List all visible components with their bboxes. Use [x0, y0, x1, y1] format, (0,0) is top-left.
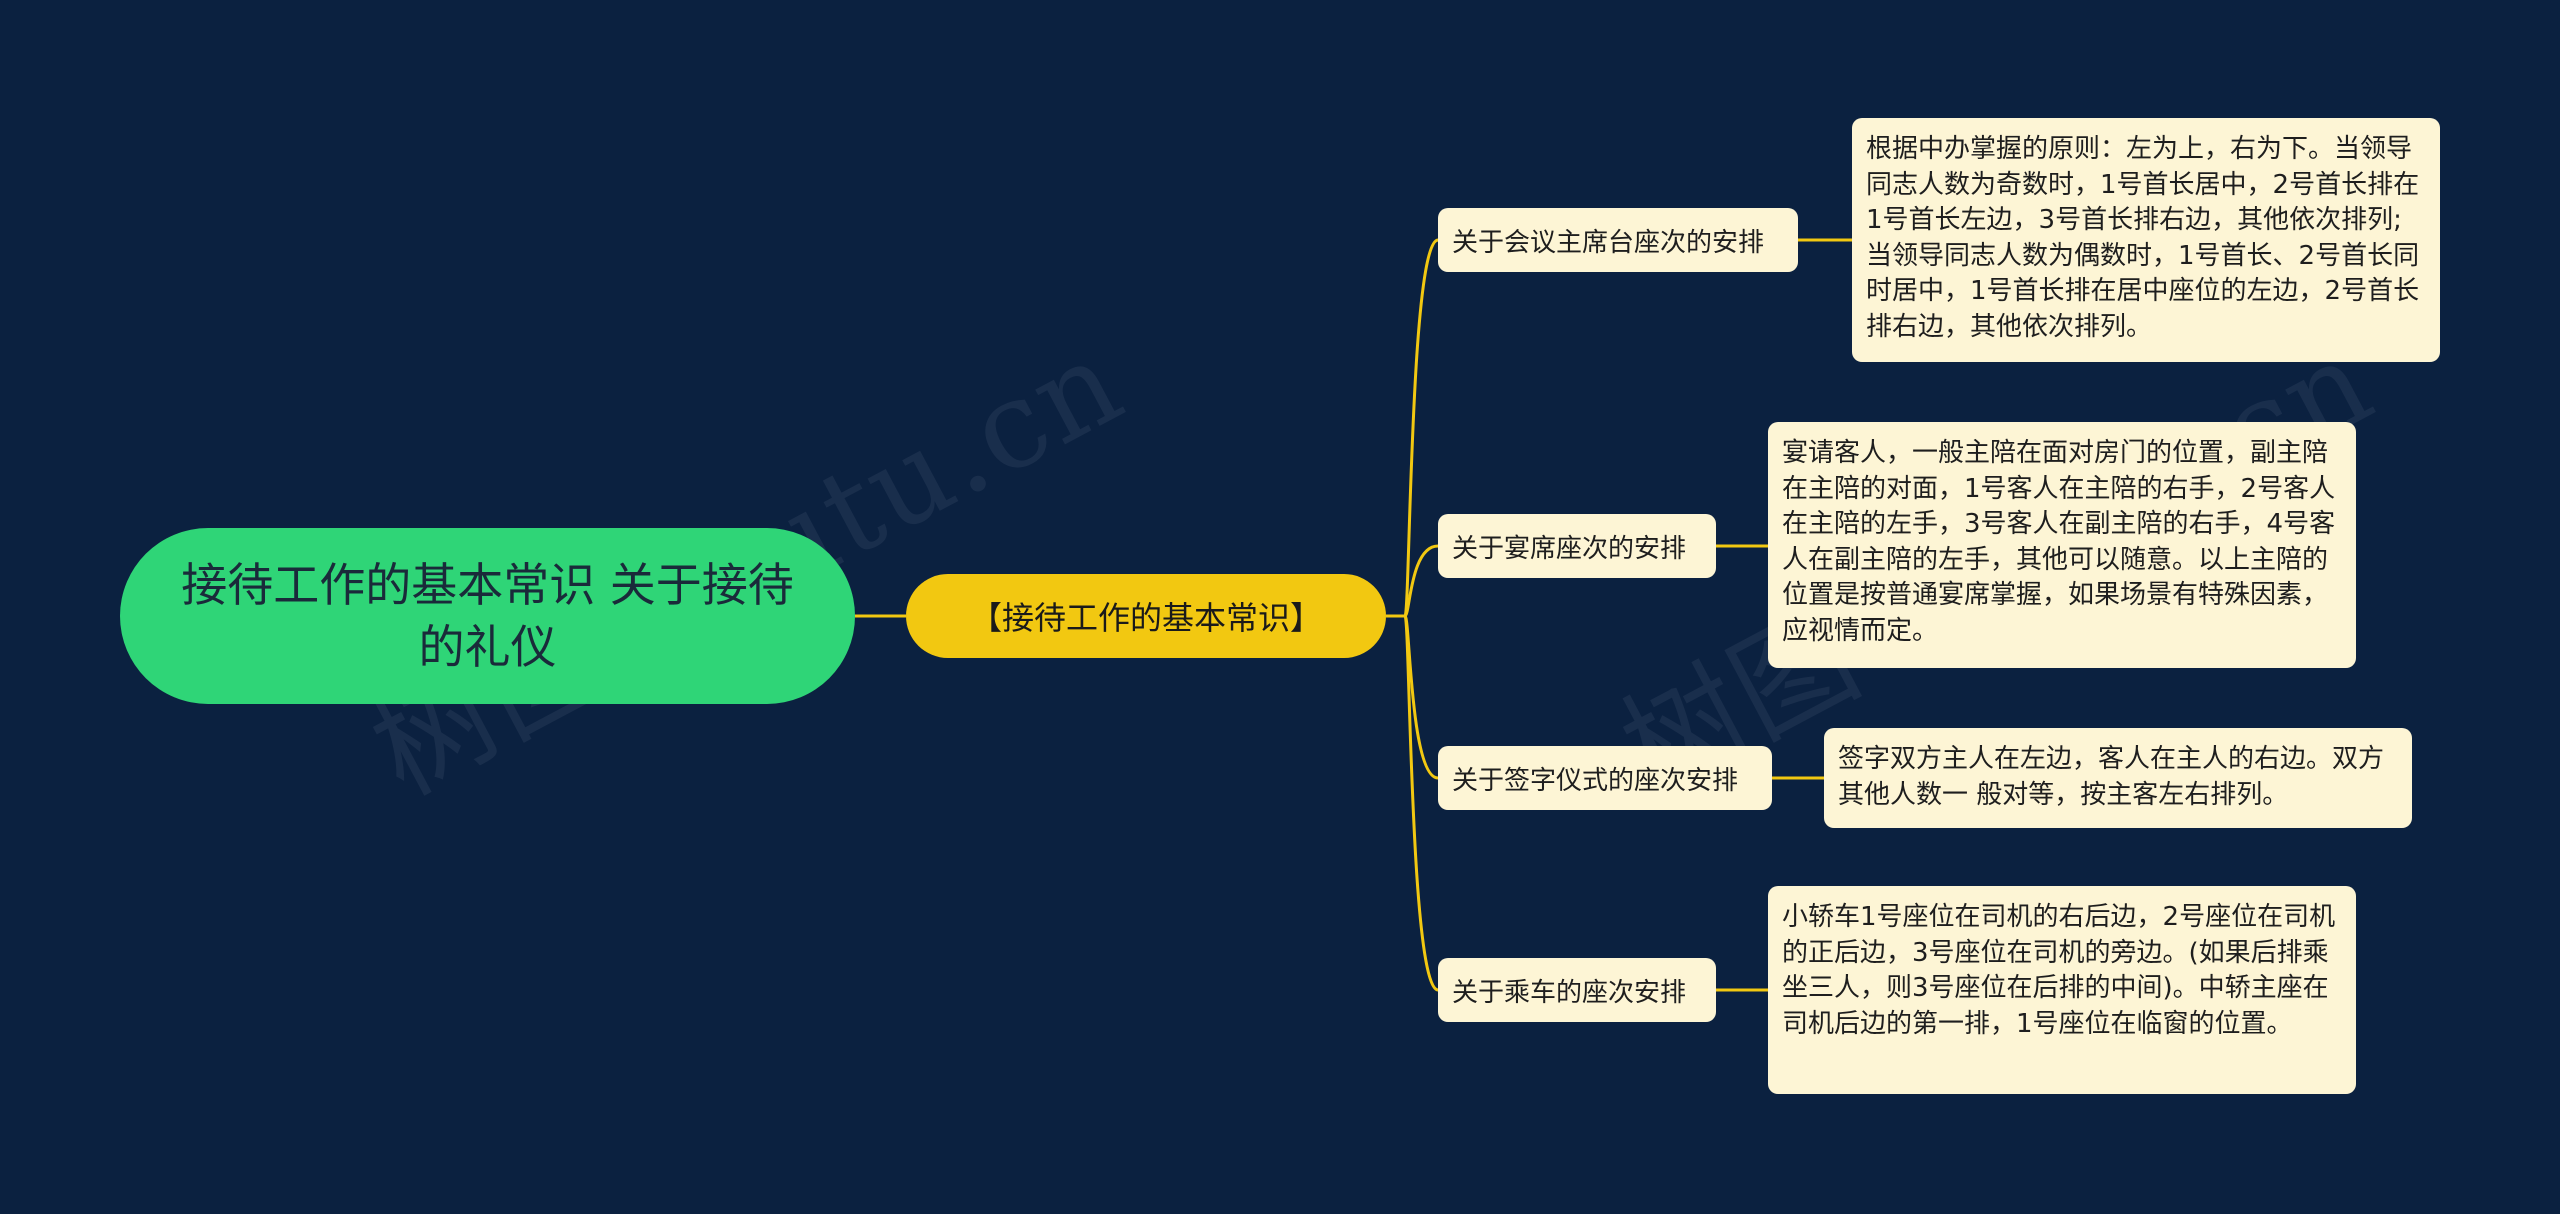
detail-node-meeting-seating[interactable]: 根据中办掌握的原则：左为上，右为下。当领导同志人数为奇数时，1号首长居中，2号首…	[1852, 118, 2440, 362]
detail-text: 签字双方主人在左边，客人在主人的右边。双方其他人数一 般对等，按主客左右排列。	[1838, 744, 2385, 810]
detail-text: 根据中办掌握的原则：左为上，右为下。当领导同志人数为奇数时，1号首长居中，2号首…	[1866, 134, 2420, 342]
branch-node-meeting-seating[interactable]: 关于会议主席台座次的安排	[1438, 208, 1798, 272]
central-topic-node[interactable]: 【接待工作的基本常识】	[906, 574, 1386, 658]
branch-label: 关于会议主席台座次的安排	[1452, 227, 1765, 258]
detail-node-banquet-seating[interactable]: 宴请客人，一般主陪在面对房门的位置，副主陪在主陪的对面，1号客人在主陪的右手，2…	[1768, 422, 2356, 668]
connector-branch-4	[1403, 614, 1439, 992]
detail-text: 宴请客人，一般主陪在面对房门的位置，副主陪在主陪的对面，1号客人在主陪的右手，2…	[1782, 438, 2336, 646]
detail-node-car-seating[interactable]: 小轿车1号座位在司机的右后边，2号座位在司机的正后边，3号座位在司机的旁边。(如…	[1768, 886, 2356, 1094]
root-topic-node[interactable]: 接待工作的基本常识 关于接待的礼仪	[120, 528, 855, 704]
branch-node-car-seating[interactable]: 关于乘车的座次安排	[1438, 958, 1716, 1022]
detail-text: 小轿车1号座位在司机的右后边，2号座位在司机的正后边，3号座位在司机的旁边。(如…	[1782, 902, 2336, 1039]
connector-branch-2	[1403, 544, 1439, 618]
central-topic-label: 【接待工作的基本常识】	[969, 599, 1322, 637]
detail-node-signing-seating[interactable]: 签字双方主人在左边，客人在主人的右边。双方其他人数一 般对等，按主客左右排列。	[1824, 728, 2412, 828]
connector-branch-1	[1403, 238, 1439, 618]
branch-node-banquet-seating[interactable]: 关于宴席座次的安排	[1438, 514, 1716, 578]
branch-label: 关于签字仪式的座次安排	[1452, 765, 1739, 796]
root-topic-label: 接待工作的基本常识 关于接待的礼仪	[181, 558, 794, 674]
branch-node-signing-seating[interactable]: 关于签字仪式的座次安排	[1438, 746, 1772, 810]
branch-label: 关于宴席座次的安排	[1452, 533, 1687, 564]
branch-label: 关于乘车的座次安排	[1452, 977, 1687, 1008]
